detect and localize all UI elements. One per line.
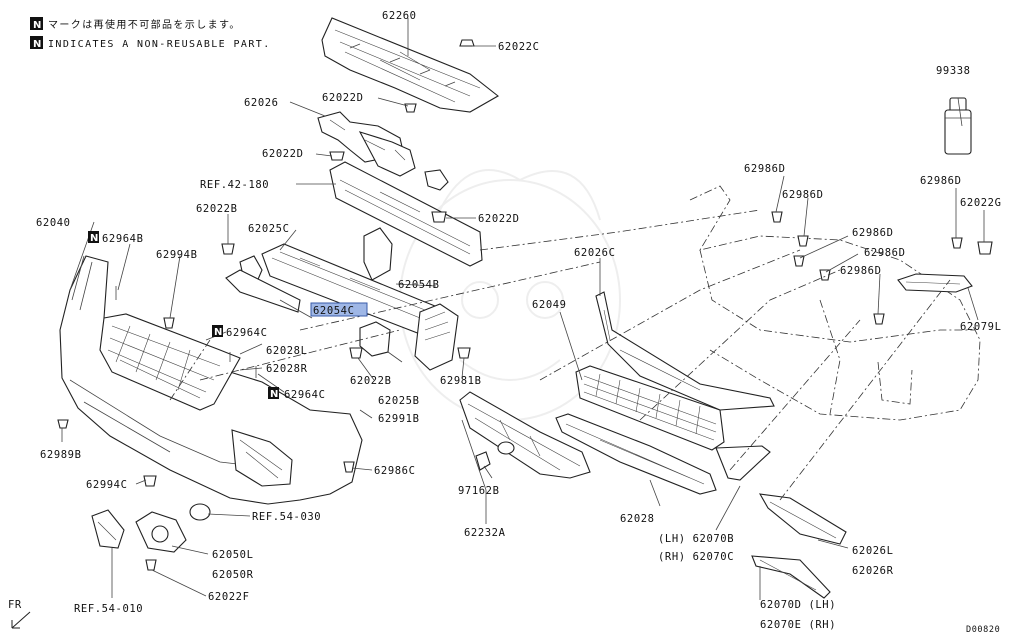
- label-62028[interactable]: 62028: [620, 513, 655, 525]
- leader-lines: [61, 18, 985, 600]
- part-62028-lower-molding: [555, 413, 717, 495]
- label-62022F[interactable]: 62022F: [208, 591, 250, 603]
- label-62022B[interactable]: 62022B: [350, 375, 392, 387]
- part-62040-front-bumper: [59, 255, 363, 505]
- label-62989B[interactable]: 62989B: [40, 449, 82, 461]
- part-bumper-outline-ref: [689, 185, 981, 421]
- label-62022B[interactable]: 62022B: [196, 203, 238, 215]
- label-ref-54-010[interactable]: REF.54-010: [74, 603, 143, 615]
- label-62026L[interactable]: 62026L: [852, 545, 894, 557]
- legend-badge-text: N: [33, 20, 41, 31]
- label-62026R[interactable]: 62026R: [852, 565, 894, 577]
- label-62986D[interactable]: 62986D: [840, 265, 882, 277]
- label-62260[interactable]: 62260: [382, 10, 417, 22]
- non-reusable-badge: [30, 17, 43, 30]
- part-62232A-grille-lower: [459, 391, 591, 479]
- non-reusable-mark: N: [214, 327, 222, 338]
- legend-text-jp: マークは再使用不可部品を示します。: [48, 18, 241, 31]
- connector-lines: [169, 209, 951, 501]
- label-62026C[interactable]: 62026C: [574, 247, 616, 259]
- label-62040[interactable]: 62040: [36, 217, 71, 229]
- label-62050R[interactable]: 62050R: [212, 569, 254, 581]
- label-62022D[interactable]: 62022D: [262, 148, 304, 160]
- label-62994C[interactable]: 62994C: [86, 479, 128, 491]
- highlighted-part-box[interactable]: [310, 302, 368, 317]
- label-62025B[interactable]: 62025B: [378, 395, 420, 407]
- label-62070C[interactable]: (RH) 62070C: [658, 551, 734, 563]
- label-62232A[interactable]: 62232A: [464, 527, 506, 539]
- part-62026C-molding: [595, 291, 775, 411]
- label-62079L[interactable]: 62079L: [960, 321, 1002, 333]
- part-labels: 62260 62022C 62026 62022D 62022D REF.42-…: [36, 10, 1002, 635]
- label-62025C[interactable]: 62025C: [248, 223, 290, 235]
- label-62964C[interactable]: 62964C: [226, 327, 268, 339]
- label-62964C[interactable]: 62964C: [284, 389, 326, 401]
- label-97162B[interactable]: 97162B: [458, 485, 500, 497]
- label-62986D[interactable]: 62986D: [744, 163, 786, 175]
- non-reusable-mark: N: [270, 389, 278, 400]
- part-62260-undercover: [321, 17, 499, 113]
- label-62028L[interactable]: 62028L: [266, 345, 308, 357]
- part-bumper-reinforcement: [225, 243, 459, 371]
- legend: N マークは再使用不可部品を示します。 N INDICATES A NON-RE…: [30, 17, 271, 50]
- label-62054C[interactable]: 62054C: [313, 305, 355, 317]
- label-62022D[interactable]: 62022D: [322, 92, 364, 104]
- fasteners: [57, 39, 993, 571]
- non-reusable-badge: [212, 325, 223, 337]
- label-62054B[interactable]: 62054B: [398, 279, 440, 291]
- part-62070-garnish: [715, 445, 847, 599]
- label-62022G[interactable]: 62022G: [960, 197, 1002, 209]
- label-62986D[interactable]: 62986D: [920, 175, 962, 187]
- legend-text-en: INDICATES A NON-REUSABLE PART.: [48, 39, 271, 50]
- legend-badge-text: N: [33, 39, 41, 50]
- label-62022C[interactable]: 62022C: [498, 41, 540, 53]
- label-ref-54-030[interactable]: REF.54-030: [252, 511, 321, 523]
- label-62026[interactable]: 62026: [244, 97, 279, 109]
- label-62022D[interactable]: 62022D: [478, 213, 520, 225]
- direction-label: FR: [8, 599, 22, 611]
- label-62986C[interactable]: 62986C: [374, 465, 416, 477]
- label-62070D[interactable]: 62070D (LH): [760, 599, 836, 611]
- part-62026-bracket: [317, 111, 449, 191]
- part-upper-beam: [329, 161, 483, 281]
- label-62049[interactable]: 62049: [532, 299, 567, 311]
- label-62994B[interactable]: 62994B: [156, 249, 198, 261]
- label-62991B[interactable]: 62991B: [378, 413, 420, 425]
- non-reusable-badge: [268, 387, 279, 399]
- label-62070B[interactable]: (LH) 62070B: [658, 533, 734, 545]
- label-62986D[interactable]: 62986D: [852, 227, 894, 239]
- part-62049-grille: [575, 365, 725, 451]
- label-62981B[interactable]: 62981B: [440, 375, 482, 387]
- non-reusable-badge: [88, 231, 99, 243]
- non-reusable-mark: N: [90, 233, 98, 244]
- label-62028R[interactable]: 62028R: [266, 363, 308, 375]
- label-62986D[interactable]: 62986D: [864, 247, 906, 259]
- label-ref-42-180[interactable]: REF.42-180: [200, 179, 269, 191]
- part-62050-fog-bezel: [91, 503, 211, 553]
- label-62050L[interactable]: 62050L: [212, 549, 254, 561]
- front-direction-arrow: FR: [8, 599, 31, 629]
- part-99338-bottle: [944, 97, 972, 155]
- label-99338[interactable]: 99338: [936, 65, 971, 77]
- non-reusable-badge: [30, 36, 43, 49]
- diagram-code: D00820: [966, 625, 1000, 635]
- label-62964B[interactable]: 62964B: [102, 233, 144, 245]
- part-62079L-bracket: [897, 273, 973, 293]
- label-62070E[interactable]: 62070E (RH): [760, 619, 836, 631]
- label-62986D[interactable]: 62986D: [782, 189, 824, 201]
